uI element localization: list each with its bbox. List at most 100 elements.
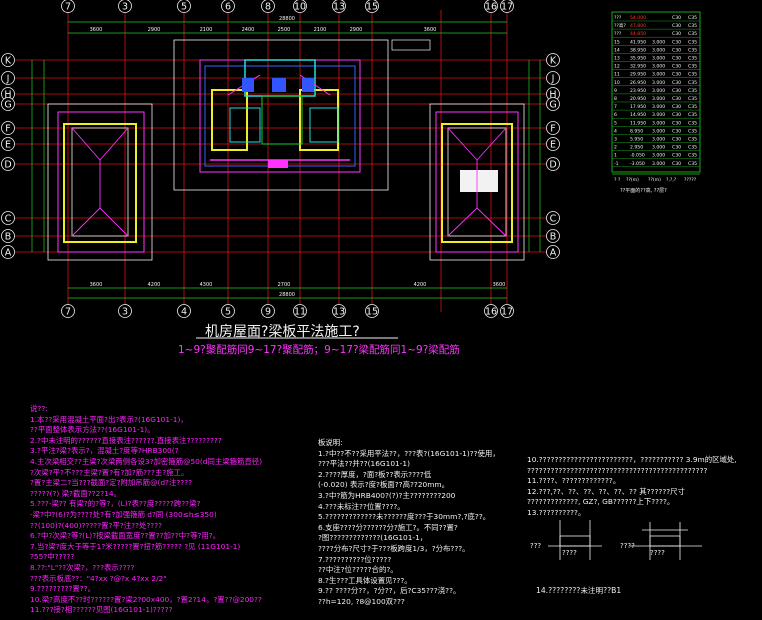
level-table-cell: 32.950 xyxy=(630,64,646,70)
level-table-cell: C35 xyxy=(688,145,697,151)
axis-bubble-bottom: 5 xyxy=(221,304,235,318)
level-table-cell: 54.000 xyxy=(630,15,646,21)
level-table-cell: 3.000 xyxy=(652,56,665,62)
axis-bubble-top-label: 16 xyxy=(485,2,497,13)
drawing-subtitle: 1~9?聚配筋同9~17?聚配筋；9~17?梁配筋同1~9?梁配筋 xyxy=(178,344,460,356)
axis-bubble-top: 10 xyxy=(293,0,307,13)
axis-bubble-right-label: D xyxy=(549,160,556,171)
axis-bubble-bottom-circle xyxy=(293,304,307,318)
level-table-cell: C30 xyxy=(672,39,681,45)
level-table-cell: C30 xyxy=(672,72,681,78)
level-table-header-cell: ????? xyxy=(684,177,697,183)
axis-bubble-left: F xyxy=(1,121,15,135)
level-table-cell: C30 xyxy=(672,137,681,143)
axis-bubble-top-label: 10 xyxy=(294,2,306,13)
axis-bubble-bottom-label: 15 xyxy=(366,307,378,318)
axis-bubble-left-circle xyxy=(1,245,15,259)
notes-mid-line: ????分布?尺寸?于???板跨度1/3，?分布???。 xyxy=(318,543,470,553)
axis-bubble-left-label: H xyxy=(4,90,11,101)
level-table-cell: C35 xyxy=(688,23,697,29)
axis-bubble-right: A xyxy=(546,245,560,259)
bottom-dimension: 3600 xyxy=(90,282,103,288)
notes-left-line: ?????(?) 梁?截面??2?14。 xyxy=(30,488,122,498)
axis-bubble-right-circle xyxy=(546,97,560,111)
axis-bubble-bottom: 17 xyxy=(500,304,514,318)
axis-bubble-left-label: C xyxy=(5,214,12,225)
level-table-cell: 7 xyxy=(614,104,617,110)
notes-mid-line: 8.?生???工具体设置见???。 xyxy=(318,575,412,585)
level-table-cell: C35 xyxy=(688,31,697,37)
axis-bubble-left: D xyxy=(1,157,15,171)
axis-bubble-right-circle xyxy=(546,53,560,67)
axis-bubble-left: B xyxy=(1,229,15,243)
axis-bubble-top: 5 xyxy=(177,0,191,13)
notes-mid-line: 6.支座????分??????分?施工?。不同??置? xyxy=(318,522,458,532)
notes-left-line: ??平面整体表示方法??(16G101-1)。 xyxy=(30,425,155,435)
machine-room-plan xyxy=(173,39,498,192)
notes-mid-line: 7.??????????位????? xyxy=(318,554,392,564)
axis-bubble-bottom-circle xyxy=(221,304,235,318)
bottom-dimension: 4200 xyxy=(148,282,161,288)
axis-bubble-bottom-circle xyxy=(484,304,498,318)
notes-left-line: 9.?????????置??。 xyxy=(30,584,95,594)
notes-left-line: 7.当?梁?度大于等于1?米?????置?扭?筋????? ?见 (11G101… xyxy=(30,541,241,551)
level-table-cell: -3.050 xyxy=(630,161,645,167)
axis-bubble-bottom-circle xyxy=(500,304,514,318)
bottom-dimension: 3600 xyxy=(493,282,506,288)
level-table-cell: ??? xyxy=(614,31,622,37)
top-dimension: 2100 xyxy=(314,27,327,33)
level-table-header-cell: ??(m) xyxy=(648,177,661,183)
axis-bubble-right-label: A xyxy=(550,248,557,259)
axis-bubble-bottom-label: 4 xyxy=(181,307,187,318)
notes-left-line: 3.?平注?梁?表示?，混凝土?度等?HRB300(? xyxy=(30,446,179,456)
notes-right-line: 11.????、?????????????。 xyxy=(527,476,621,486)
notes-mid-line: 9.?? ????分??，?分??，后?C35???浇??。 xyxy=(318,586,461,596)
axis-bubble-bottom-circle xyxy=(177,304,191,318)
axis-bubble-right-circle xyxy=(546,245,560,259)
level-table-cell: C30 xyxy=(672,128,681,134)
level-table-cell: 3.000 xyxy=(652,72,665,78)
level-table-cell: 44.850 xyxy=(630,31,646,37)
notes-left-line: -梁?中?(6)?为????处?有?加强箍筋 d?同 (300≤h≤350) xyxy=(30,509,217,519)
axis-bubble-top: 15 xyxy=(365,0,379,13)
axis-bubble-left: E xyxy=(1,137,15,151)
axis-bubble-right-label: E xyxy=(550,140,556,151)
axis-bubble-left-circle xyxy=(1,121,15,135)
axis-bubble-bottom: 13 xyxy=(332,304,346,318)
notes-right-line: ????????????????????????????????????????… xyxy=(527,465,708,475)
level-table-cell: 6 xyxy=(614,112,617,118)
axis-bubble-right-label: C xyxy=(550,214,557,225)
axis-bubble-left-label: A xyxy=(5,248,12,259)
level-table-cell: C30 xyxy=(672,23,681,29)
notes-right: 10.????????????????????????，??????????? … xyxy=(527,455,737,517)
axis-bubble-top-circle xyxy=(365,0,379,13)
top-dimension: 2900 xyxy=(148,27,161,33)
level-table-cell: 13 xyxy=(614,56,620,62)
axis-bubble-left: J xyxy=(1,71,15,85)
notes-right-line: 13.??????????。 xyxy=(527,507,586,517)
notes-left-line: 2.?中未注明的??????直接表注??????.直接表注????????? xyxy=(30,435,222,445)
level-table-cell: C30 xyxy=(672,64,681,70)
level-table-cell: C30 xyxy=(672,15,681,21)
level-table-cell: 3.000 xyxy=(652,153,665,159)
notes-left-line: ?次梁?平?不???主梁?置?有?加?筋???主?施工。 xyxy=(30,467,189,477)
level-table-cell: C30 xyxy=(672,104,681,110)
bottom-dimension: 4300 xyxy=(200,282,213,288)
level-table-cell: C30 xyxy=(672,112,681,118)
right-roof-plan xyxy=(429,103,525,261)
axis-bubble-bottom: 4 xyxy=(177,304,191,318)
level-table-cell: C35 xyxy=(688,153,697,159)
axis-bubble-left-label: J xyxy=(6,74,10,85)
axis-bubble-left-circle xyxy=(1,71,15,85)
level-table-cell: C30 xyxy=(672,88,681,94)
overall-dimension-bottom: 28800 xyxy=(279,292,295,298)
level-table-cell: 14.950 xyxy=(630,112,646,118)
level-table-cell: C35 xyxy=(688,72,697,78)
level-table-cell: 26.950 xyxy=(630,80,646,86)
level-table-cell: 29.950 xyxy=(630,72,646,78)
